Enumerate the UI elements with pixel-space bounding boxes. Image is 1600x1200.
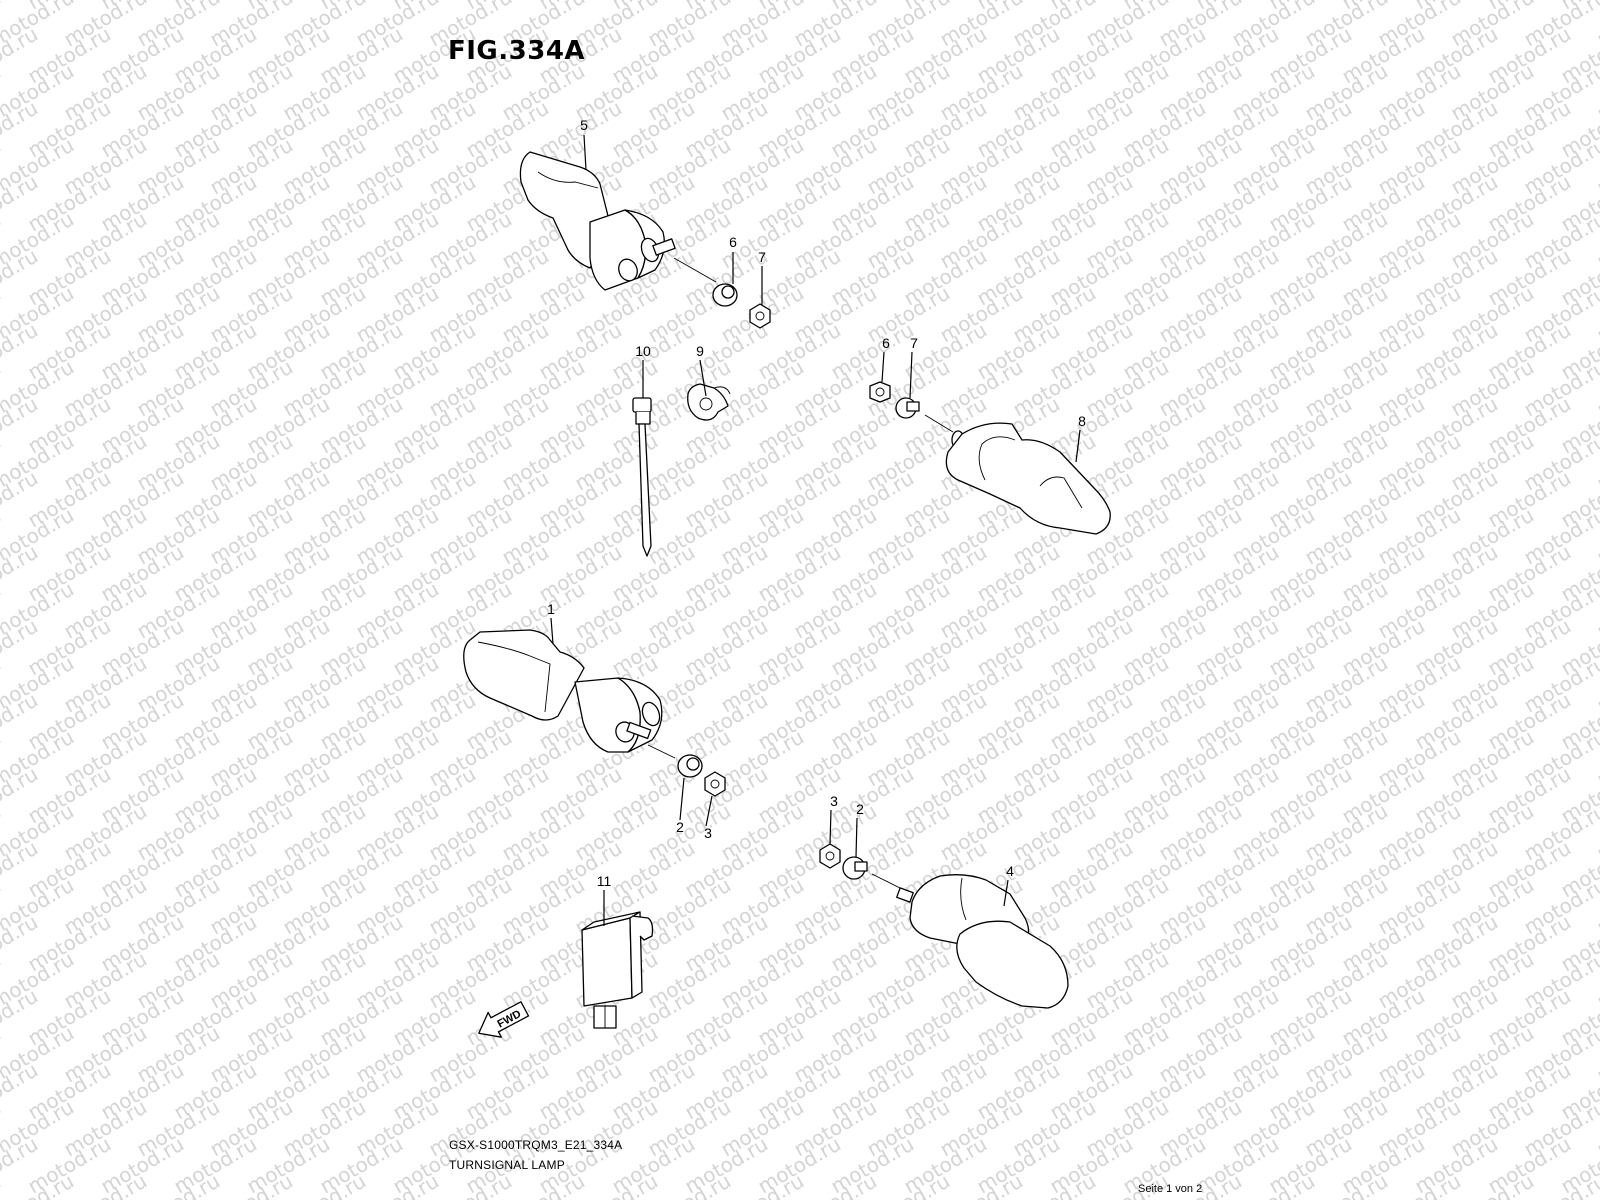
callout-c3b: 3	[830, 793, 838, 809]
page-number: Seite 1 von 2	[1138, 1183, 1203, 1195]
callout-c8: 8	[1078, 413, 1086, 429]
fwd-arrow: FWD	[478, 1001, 530, 1038]
callout-c7b: 7	[910, 335, 918, 351]
callout-c2b: 2	[856, 801, 864, 817]
callout-c11: 11	[597, 873, 612, 889]
fwd-label: FWD	[495, 1008, 523, 1030]
part-2-washer-left[interactable]	[677, 754, 703, 778]
part-6-washer-upper[interactable]	[712, 283, 738, 307]
callout-c6b: 6	[882, 335, 890, 351]
figure-title: FIG.334A	[448, 36, 586, 66]
callout-c2a: 2	[676, 819, 684, 835]
part-3-nut-left[interactable]	[704, 771, 726, 797]
part-11-relay[interactable]	[581, 911, 654, 1029]
part-10-cable-tie[interactable]	[632, 397, 652, 557]
part-5-turnsignal-front-left[interactable]	[519, 151, 717, 291]
callout-labels: 5 6 7 10 9 6 7 8 1 2 3 3 2 4 11	[547, 117, 1086, 889]
part-7-nut-right[interactable]	[895, 397, 920, 419]
part-3-nut-right[interactable]	[819, 843, 841, 869]
callout-c9: 9	[696, 343, 704, 359]
leader-lines	[550, 134, 1081, 926]
part-1-turnsignal-rear-left[interactable]	[463, 629, 676, 759]
drawing-code: GSX-S1000TRQM3_E21_334A	[449, 1138, 623, 1152]
part-9-clamp[interactable]	[687, 383, 731, 421]
callout-c5: 5	[580, 117, 588, 133]
callout-c1: 1	[547, 601, 555, 617]
callout-c7a: 7	[758, 249, 766, 265]
callout-c4: 4	[1006, 863, 1014, 879]
callout-c3a: 3	[704, 825, 712, 841]
part-7-nut-upper[interactable]	[749, 303, 771, 329]
part-8-turnsignal-rear-right[interactable]	[924, 414, 1111, 535]
callout-c6a: 6	[729, 234, 737, 250]
part-4-turnsignal-front-right[interactable]	[871, 873, 1069, 1009]
part-6-washer-right[interactable]	[869, 381, 891, 403]
drawing-name: TURNSIGNAL LAMP	[449, 1158, 565, 1172]
part-2-washer-right[interactable]	[842, 856, 868, 880]
callout-c10: 10	[635, 343, 651, 359]
